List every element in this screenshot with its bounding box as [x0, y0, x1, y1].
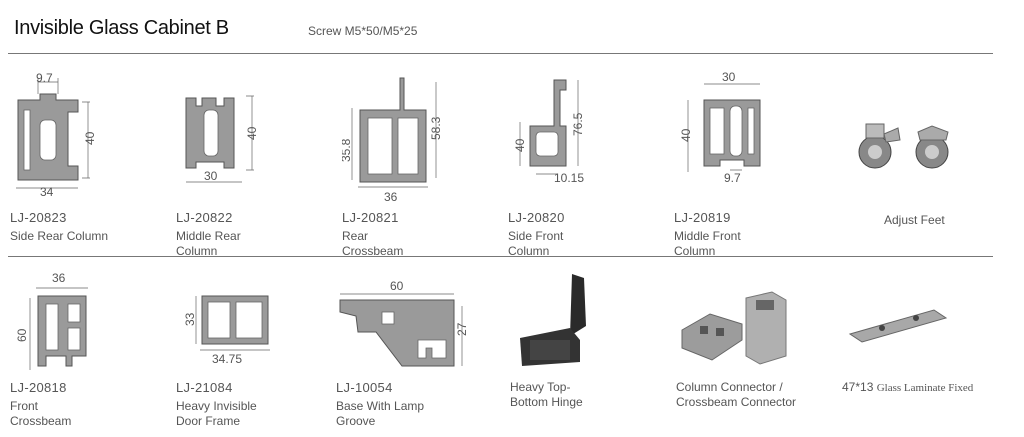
product-adjust-feet: Adjust Feet	[840, 70, 1000, 255]
product-name: Adjust Feet	[884, 213, 945, 227]
profile-drawing: 30 40	[185, 95, 259, 183]
product-name: Side Rear Column	[10, 229, 109, 243]
product-glass-laminate-fixed: 47*13 Glass Laminate Fixed	[842, 270, 1022, 430]
svg-text:60: 60	[15, 328, 29, 342]
svg-text:58.3: 58.3	[429, 116, 443, 140]
svg-text:60: 60	[390, 279, 404, 293]
svg-text:33: 33	[183, 312, 197, 326]
product-name: 47*13 Glass Laminate Fixed	[842, 380, 974, 394]
svg-text:40: 40	[679, 128, 693, 142]
product-code: LJ-20823	[10, 210, 67, 225]
svg-text:34: 34	[40, 185, 54, 199]
product-code: LJ-10054	[336, 380, 393, 395]
product-code: LJ-20821	[342, 210, 399, 225]
product-lj-20823: 9.7 40 34 LJ-20823 Side Rear Column	[10, 70, 170, 255]
svg-text:40: 40	[83, 131, 97, 145]
hinge-image	[520, 274, 586, 366]
connector-image	[681, 291, 787, 365]
profile-drawing: 36 60	[15, 271, 88, 370]
svg-text:76.5: 76.5	[571, 112, 585, 136]
profile-drawing: 30 40 9.7	[679, 70, 761, 185]
screw-spec: Screw M5*50/M5*25	[308, 24, 418, 38]
svg-text:30: 30	[722, 70, 736, 84]
product-connector: Column Connector /Crossbeam Connector	[676, 270, 836, 430]
laminate-plate-image	[848, 309, 948, 343]
svg-text:27: 27	[455, 322, 469, 336]
svg-text:34.75: 34.75	[212, 352, 242, 366]
svg-text:30: 30	[204, 169, 218, 183]
svg-text:36: 36	[384, 190, 398, 204]
profile-drawing: 36 35.8 58.3	[342, 77, 443, 204]
svg-text:36: 36	[52, 271, 66, 285]
profile-drawing: 60 27	[339, 279, 469, 367]
adjust-feet-image	[858, 123, 949, 169]
product-name: Column Connector /Crossbeam Connector	[676, 380, 797, 409]
svg-text:40: 40	[513, 138, 527, 152]
page-title: Invisible Glass Cabinet B	[14, 17, 229, 39]
product-code: LJ-20820	[508, 210, 565, 225]
product-hinge: Heavy Top-Bottom Hinge	[510, 270, 670, 430]
svg-text:9.7: 9.7	[724, 171, 741, 185]
profile-drawing: 9.7 40 34	[16, 71, 97, 199]
svg-text:9.7: 9.7	[36, 71, 53, 85]
product-code: LJ-21084	[176, 380, 233, 395]
svg-text:10.15: 10.15	[554, 171, 584, 185]
product-code: LJ-20819	[674, 210, 731, 225]
divider	[8, 53, 993, 54]
product-code: LJ-20818	[10, 380, 67, 395]
product-name: Heavy Top-Bottom Hinge	[510, 380, 583, 409]
product-code: LJ-20822	[176, 210, 233, 225]
profile-drawing: 33 34.75	[183, 295, 270, 366]
svg-text:35.8: 35.8	[342, 138, 353, 162]
svg-text:40: 40	[245, 126, 259, 140]
divider	[8, 256, 993, 257]
profile-drawing: 40 76.5 10.15	[513, 79, 585, 185]
